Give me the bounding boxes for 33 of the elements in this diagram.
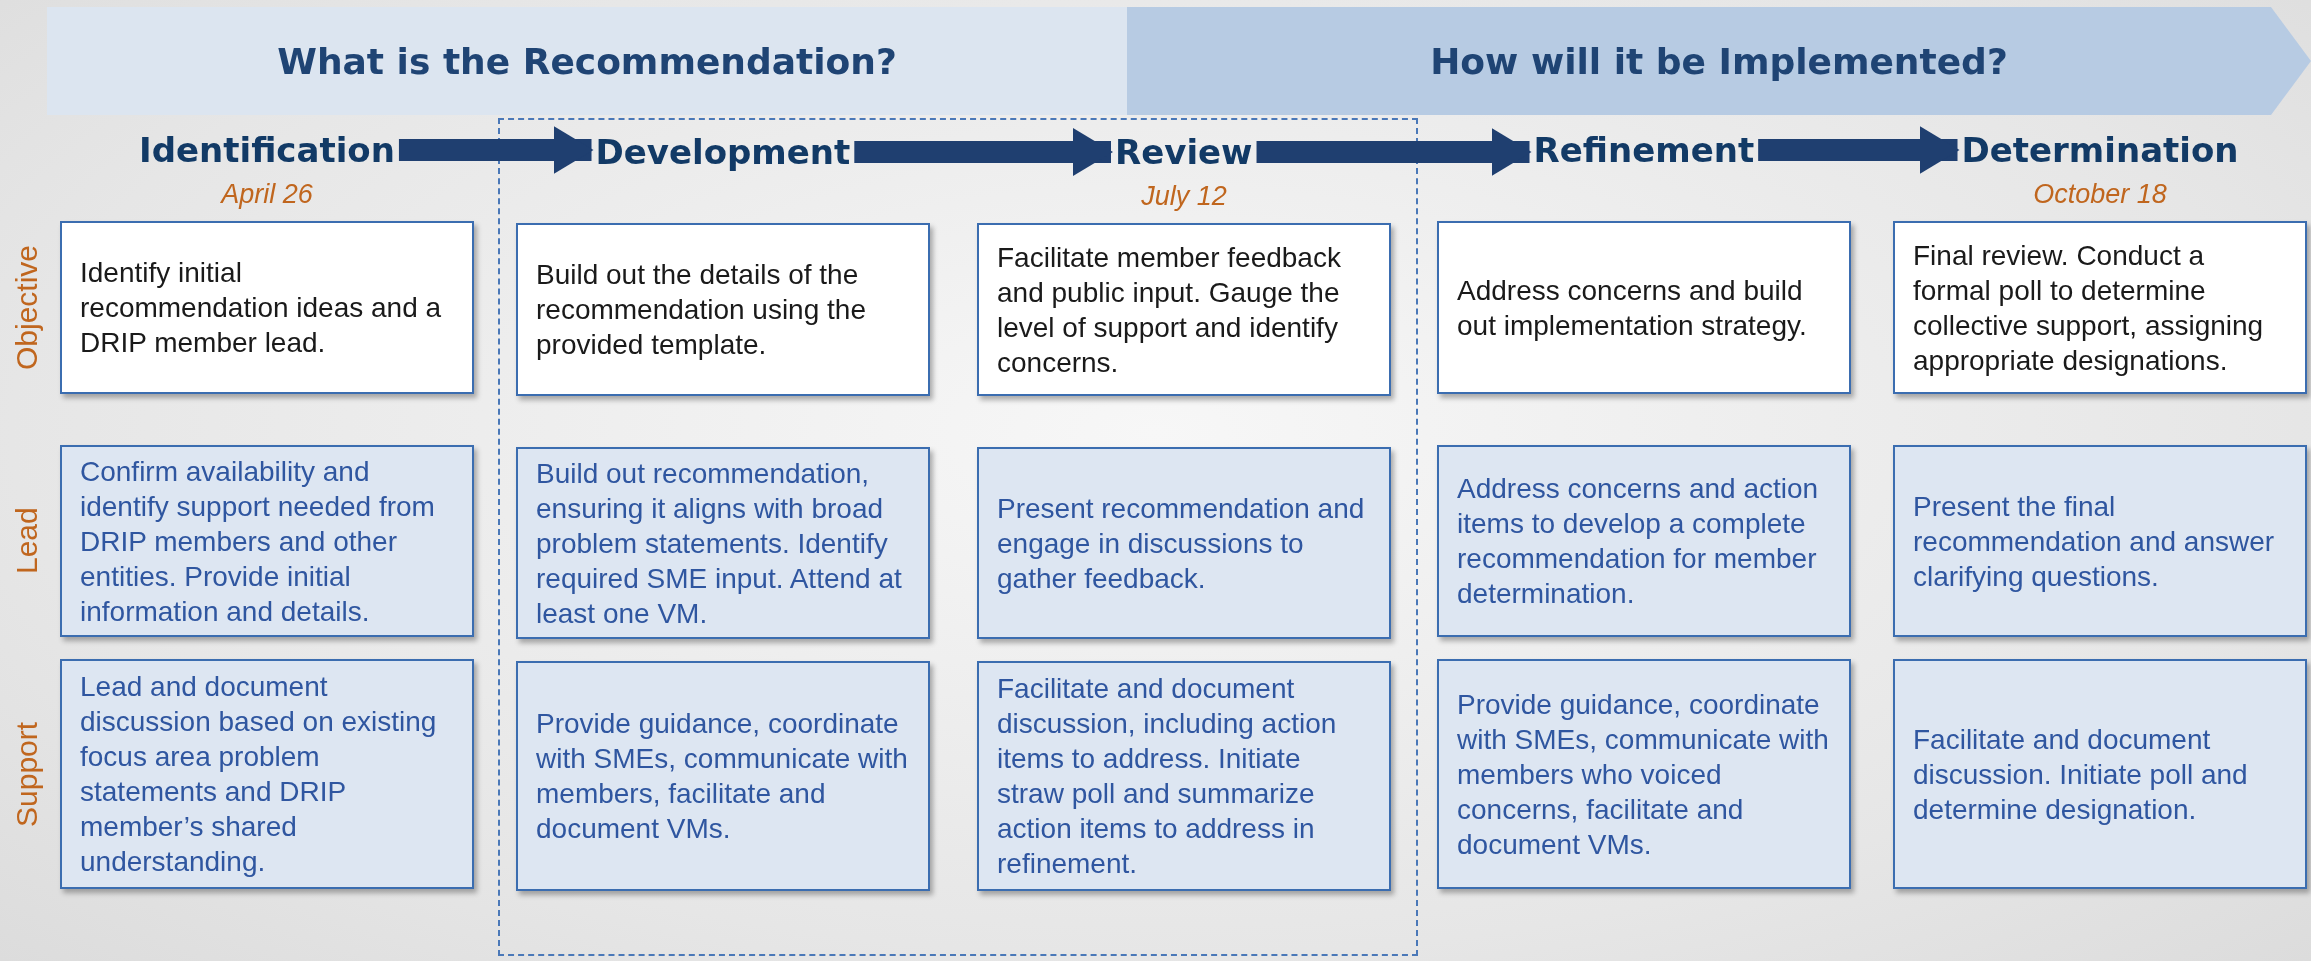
stage-heading: Determination <box>1957 125 2243 175</box>
text-card: Facilitate and document discussion. Initiate poll and determine designation. <box>1893 659 2307 889</box>
text-card: Build out recommendation, ensuring it aligns with broad problem statements. Identify required SME input. Attend at least one VM. <box>516 447 930 639</box>
row-label: Objective <box>10 243 44 373</box>
text-card: Facilitate member feedback and public input. Gauge the level of support and identify concerns. <box>977 223 1391 396</box>
text-card: Present the final recommendation and answer clarifying questions. <box>1893 445 2307 637</box>
row-label: Support <box>10 720 44 829</box>
text-card: Build out the details of the recommendation using the provided template. <box>516 223 930 396</box>
arrow-banner: How will it be Implemented? <box>1127 7 2311 115</box>
stage-heading: Refinement <box>1529 125 1759 175</box>
stage-heading: Review <box>1111 127 1257 177</box>
date-label: April 26 <box>219 178 314 211</box>
text-card: Identify initial recommendation ideas and a DRIP member lead. <box>60 221 474 394</box>
text-card: Facilitate and document discussion, including action items to address. Initiate straw poll and summarize action items to address in refinement. <box>977 661 1391 891</box>
text-card: Address concerns and build out implementation strategy. <box>1437 221 1851 394</box>
banner-band: What is the Recommendation? <box>47 7 1127 115</box>
arrow <box>1758 126 1960 174</box>
stage-heading: Development <box>591 127 855 177</box>
dashed-frame <box>498 118 1418 956</box>
text-card: Address concerns and action items to develop a complete recommendation for member determination. <box>1437 445 1851 637</box>
text-card: Final review. Conduct a formal poll to determine collective support, assigning appropriate designations. <box>1893 221 2307 394</box>
text-card: Present recommendation and engage in discussions to gather feedback. <box>977 447 1391 639</box>
stage-heading: Identification <box>135 125 399 175</box>
arrow <box>854 128 1113 176</box>
arrow <box>1256 128 1532 176</box>
text-card: Lead and document discussion based on existing focus area problem statements and DRIP member’s shared understanding. <box>60 659 474 889</box>
text-card: Provide guidance, coordinate with SMEs, communicate with members who voiced concerns, facilitate and document VMs. <box>1437 659 1851 889</box>
text-card: Confirm availability and identify support needed from DRIP members and other entities. Provide initial information and details. <box>60 445 474 637</box>
date-label: October 18 <box>2032 178 2168 211</box>
date-label: July 12 <box>1140 180 1228 213</box>
row-label: Lead <box>10 506 44 577</box>
arrow <box>398 126 594 174</box>
text-card: Provide guidance, coordinate with SMEs, communicate with members, facilitate and document VMs. <box>516 661 930 891</box>
